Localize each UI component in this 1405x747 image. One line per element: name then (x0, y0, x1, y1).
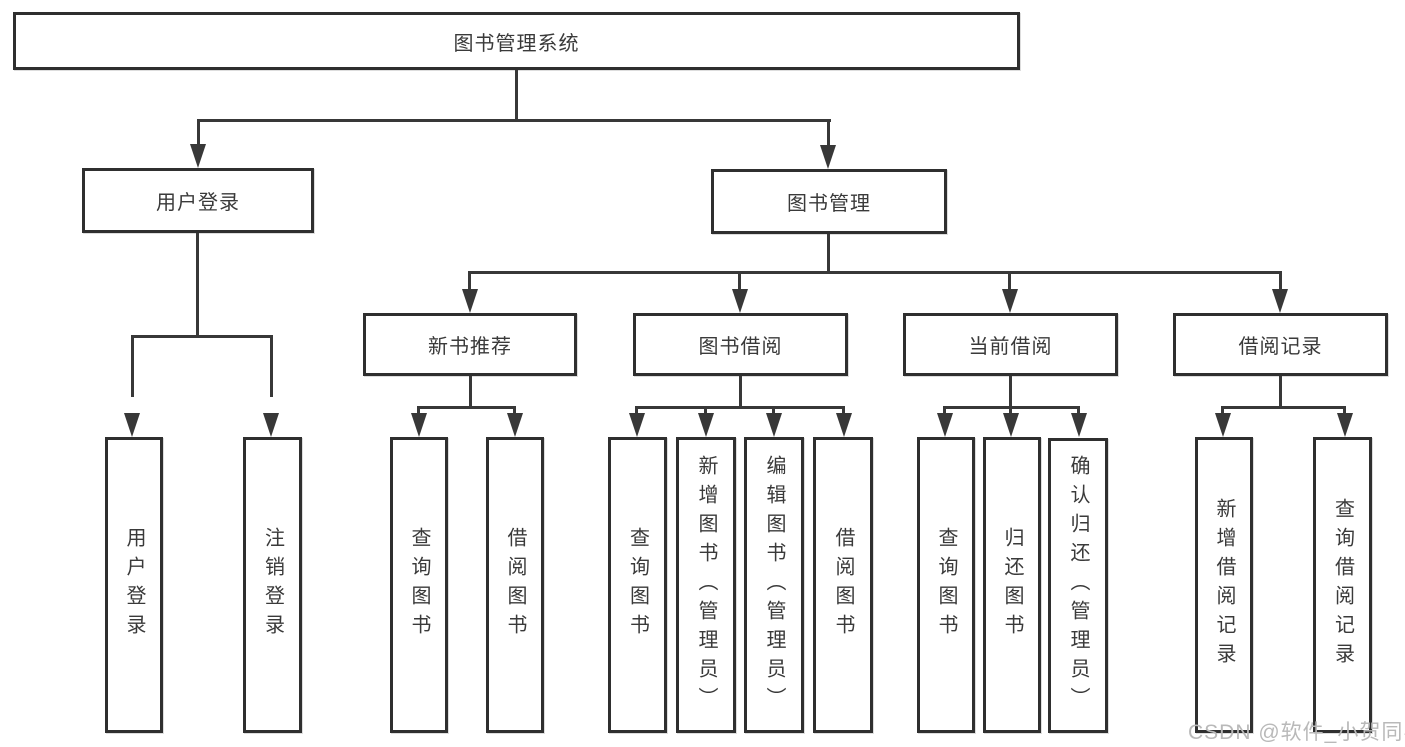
arrow-down-icon (124, 413, 140, 437)
node-label: 用户登录 (156, 192, 240, 214)
node-label: 编辑图书（管理员） (763, 454, 785, 716)
connector-line (943, 406, 946, 418)
arrow-down-icon (732, 289, 748, 313)
connector-line (197, 119, 831, 122)
leaf-edit-book-admin: 编辑图书（管理员） (744, 437, 804, 733)
node-label: 图书借阅 (698, 336, 783, 358)
connector-line (1009, 406, 1012, 418)
leaf-borrow-book-1: 借阅图书 (486, 437, 544, 733)
arrow-down-icon (836, 413, 852, 437)
arrow-down-icon (1071, 413, 1087, 437)
arrow-down-icon (1215, 413, 1231, 437)
connector-line (131, 335, 273, 338)
connector-line (704, 406, 707, 418)
arrow-down-icon (462, 289, 478, 313)
connector-line (1343, 406, 1346, 418)
connector-line (1279, 376, 1282, 409)
connector-line (842, 406, 845, 418)
node-borrow-records: 借阅记录 (1173, 313, 1388, 376)
arrow-down-icon (507, 413, 523, 437)
node-label: 借阅记录 (1238, 336, 1323, 358)
connector-line (827, 119, 830, 149)
arrow-down-icon (1272, 289, 1288, 313)
arrow-down-icon (766, 413, 782, 437)
leaf-return-book: 归还图书 (983, 437, 1041, 733)
connector-line (515, 70, 518, 122)
connector-line (469, 271, 1282, 274)
node-label: 新增图书（管理员） (695, 454, 717, 716)
leaf-query-book-2: 查询图书 (608, 437, 667, 733)
arrow-down-icon (937, 413, 953, 437)
leaf-query-borrow-record: 查询借阅记录 (1313, 437, 1372, 733)
arrow-down-icon (1003, 413, 1019, 437)
leaf-borrow-book-2: 借阅图书 (813, 437, 873, 733)
arrow-down-icon (629, 413, 645, 437)
connector-line (635, 406, 638, 418)
connector-line (417, 406, 516, 409)
connector-line (738, 271, 741, 293)
connector-line (1008, 271, 1011, 293)
connector-line (270, 335, 273, 397)
leaf-confirm-return-admin: 确认归还（管理员） (1048, 438, 1108, 733)
leaf-user-login: 用户登录 (105, 437, 163, 733)
arrow-down-icon (263, 413, 279, 437)
node-label: 确认归还（管理员） (1067, 455, 1089, 716)
connector-line (827, 234, 830, 274)
arrow-down-icon (411, 413, 427, 437)
node-label: 注销登录 (261, 527, 284, 643)
connector-line (1279, 271, 1282, 293)
arrow-down-icon (190, 144, 206, 168)
node-label: 新书推荐 (428, 336, 512, 358)
connector-line (1221, 406, 1346, 409)
connector-line (1077, 406, 1080, 418)
connector-line (513, 406, 516, 418)
connector-line (469, 376, 472, 409)
arrow-down-icon (1002, 289, 1018, 313)
connector-line (739, 376, 742, 409)
connector-line (417, 406, 420, 418)
connector-line (131, 335, 134, 397)
node-book-management: 图书管理 (711, 169, 947, 234)
node-label: 查询图书 (408, 527, 430, 643)
arrow-down-icon (820, 145, 836, 169)
node-label: 查询借阅记录 (1331, 498, 1354, 672)
leaf-logout: 注销登录 (243, 437, 302, 733)
connector-line (635, 406, 845, 409)
leaf-add-book-admin: 新增图书（管理员） (676, 437, 736, 733)
node-label: 图书管理 (787, 193, 871, 215)
node-label: 借阅图书 (832, 527, 854, 643)
node-label: 查询图书 (626, 527, 649, 643)
node-label: 图书管理系统 (453, 32, 580, 55)
arrow-down-icon (1337, 413, 1353, 437)
connector-line (468, 271, 471, 293)
leaf-query-book-1: 查询图书 (390, 437, 448, 733)
node-label: 当前借阅 (968, 336, 1053, 358)
node-label: 借阅图书 (504, 527, 526, 643)
connector-line (196, 233, 199, 337)
node-label: 查询图书 (935, 527, 957, 643)
node-current-borrow: 当前借阅 (903, 313, 1118, 376)
node-label: 归还图书 (1001, 527, 1023, 643)
connector-line (1221, 406, 1224, 418)
node-library-system: 图书管理系统 (13, 12, 1020, 70)
csdn-watermark: CSDN @软件_小贺同学 (1188, 721, 1405, 744)
node-label: 新增借阅记录 (1213, 498, 1235, 672)
connector-line (197, 119, 200, 149)
leaf-add-borrow-record: 新增借阅记录 (1195, 437, 1253, 733)
connector-line (772, 406, 775, 418)
node-label: 用户登录 (123, 527, 145, 643)
node-new-book-recommend: 新书推荐 (363, 313, 577, 376)
connector-line (1009, 376, 1012, 409)
node-user-login: 用户登录 (82, 168, 314, 233)
node-book-borrow: 图书借阅 (633, 313, 848, 376)
arrow-down-icon (698, 413, 714, 437)
leaf-query-book-3: 查询图书 (917, 437, 975, 733)
